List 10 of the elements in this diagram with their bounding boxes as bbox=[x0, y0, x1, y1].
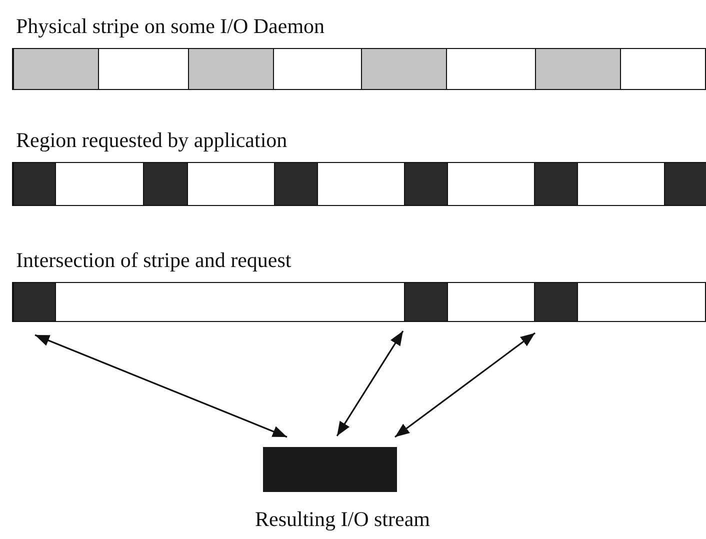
bar-heading: Region requested by application bbox=[16, 128, 288, 153]
double-arrow bbox=[34, 334, 288, 438]
bar-segment bbox=[534, 283, 578, 321]
stream-caption: Resulting I/O stream bbox=[255, 507, 430, 532]
bar-segment bbox=[404, 283, 448, 321]
double-arrow bbox=[336, 330, 404, 436]
bar-heading: Intersection of stripe and request bbox=[16, 248, 292, 273]
double-arrow bbox=[394, 332, 536, 438]
bar-heading: Physical stripe on some I/O Daemon bbox=[16, 14, 325, 39]
bar-segment bbox=[13, 283, 56, 321]
